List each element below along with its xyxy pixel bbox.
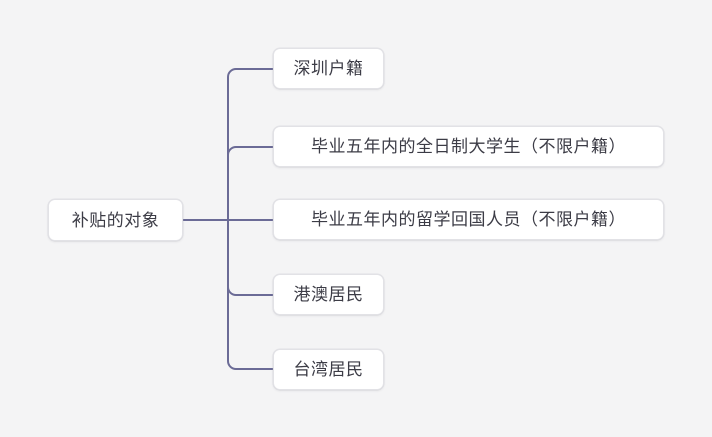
child-node-label: 毕业五年内的留学回国人员（不限户籍） — [311, 210, 626, 229]
child-node-label: 港澳居民 — [293, 285, 364, 304]
child-node-returned-overseas-student[interactable]: 毕业五年内的留学回国人员（不限户籍） — [273, 199, 664, 240]
connector-branch-1 — [227, 146, 273, 156]
child-node-fulltime-graduate[interactable]: 毕业五年内的全日制大学生（不限户籍） — [273, 126, 664, 167]
connector-branch-3 — [227, 286, 273, 296]
root-node-label: 补贴的对象 — [71, 210, 160, 230]
child-node-hk-macau-resident[interactable]: 港澳居民 — [273, 274, 384, 315]
child-node-shenzhen-hukou[interactable]: 深圳户籍 — [273, 48, 384, 89]
child-node-label: 深圳户籍 — [293, 59, 364, 78]
connector-branch-4 — [227, 360, 273, 370]
root-node[interactable]: 补贴的对象 — [48, 199, 183, 241]
child-node-taiwan-resident[interactable]: 台湾居民 — [273, 349, 384, 390]
child-node-label: 毕业五年内的全日制大学生（不限户籍） — [311, 137, 626, 156]
connector-branch-0 — [227, 68, 273, 78]
child-node-label: 台湾居民 — [293, 360, 364, 379]
